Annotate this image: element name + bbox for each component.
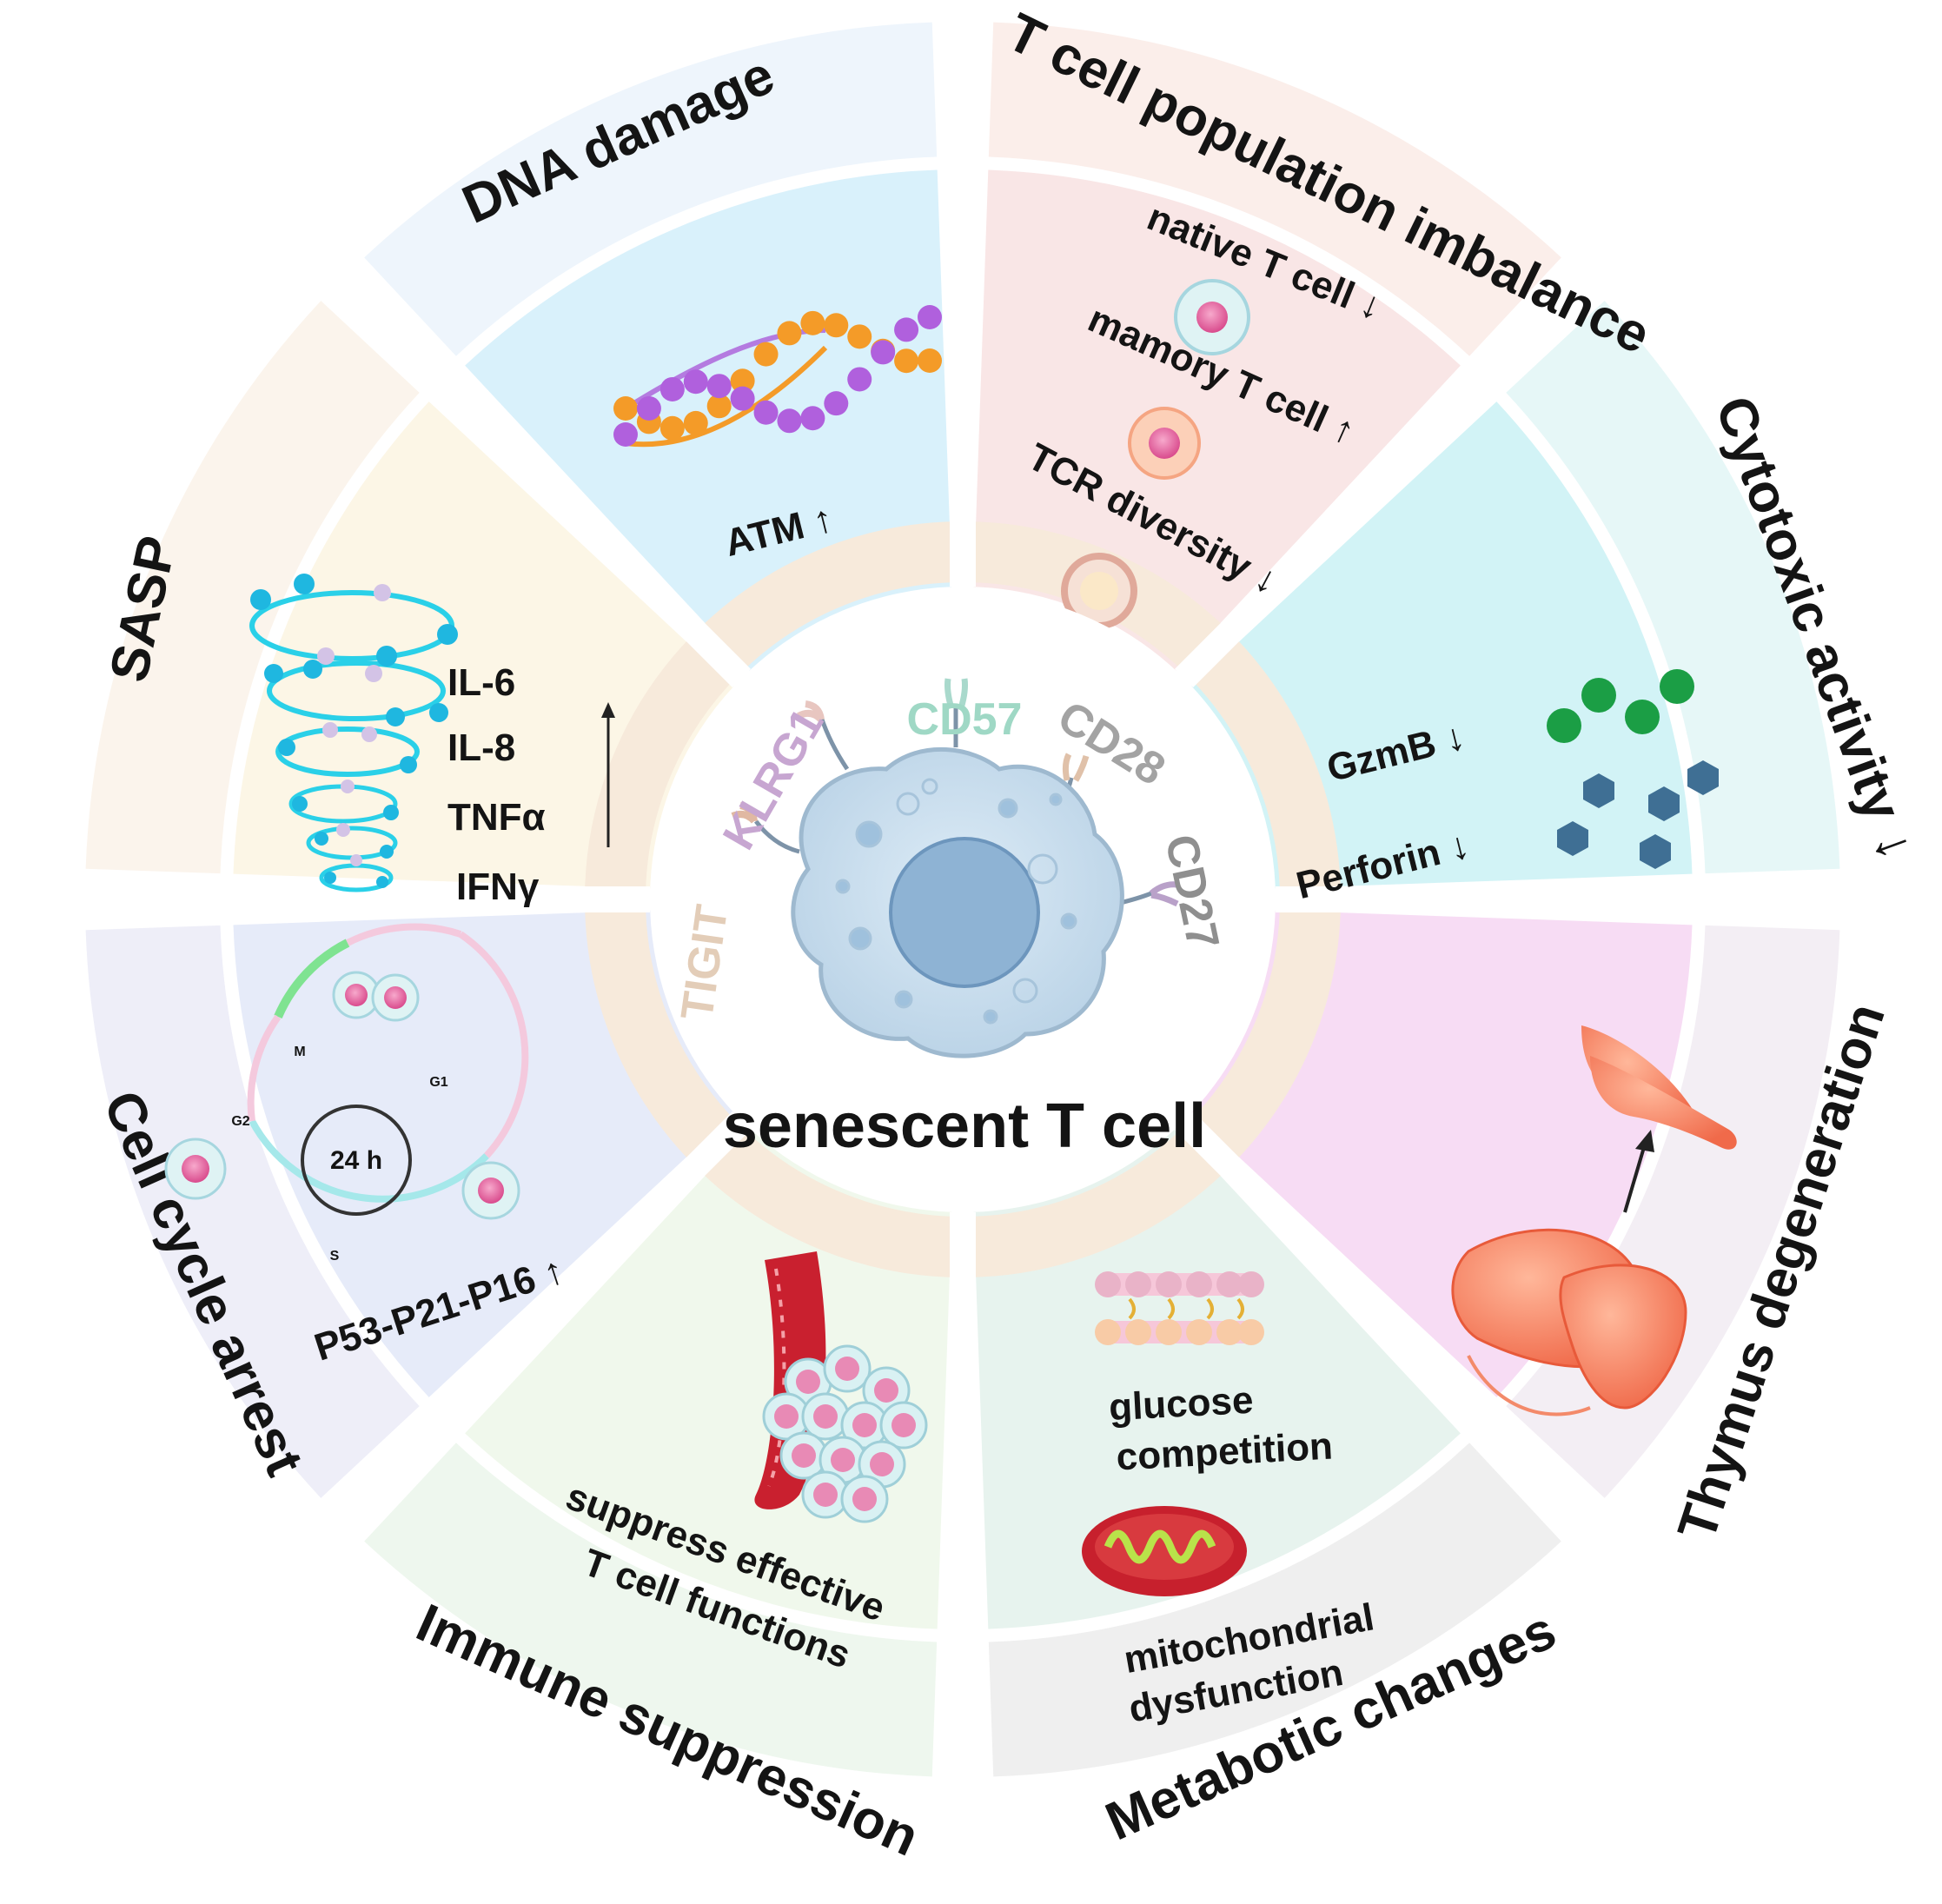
glucose-label: glucose bbox=[1108, 1379, 1255, 1430]
mitochondria-icon bbox=[1082, 1506, 1247, 1596]
band-sasp bbox=[85, 301, 420, 874]
naive-tcell-nucleus bbox=[1196, 302, 1228, 333]
granzyme-granules-icon bbox=[1547, 669, 1694, 743]
thymus-arrow bbox=[1623, 1138, 1648, 1213]
phase-g2-label: G2 bbox=[231, 1114, 249, 1129]
dna-helix-icon bbox=[613, 305, 942, 448]
il8-label: IL-8 bbox=[447, 726, 515, 769]
cycle-duration-label: 24 h bbox=[330, 1146, 382, 1175]
glucose-icon bbox=[1095, 1271, 1264, 1345]
sector-sasp: SASP IL-6 IL-8 TNFα IFNγ bbox=[99, 531, 615, 908]
memory-tcell-nucleus bbox=[1149, 428, 1180, 459]
blood-vessel-icon bbox=[754, 1251, 928, 1523]
cell-nucleus bbox=[889, 837, 1040, 988]
perforin-hexagons-icon bbox=[1557, 760, 1719, 869]
thymus-arrow-head bbox=[1635, 1130, 1654, 1152]
sector-separators bbox=[76, 13, 1849, 1786]
band-cytotoxic bbox=[1506, 301, 1840, 874]
tnfa-label: TNFα bbox=[447, 796, 546, 839]
inner-sector-panels bbox=[233, 169, 1693, 1629]
band-tcell-imbalance bbox=[988, 22, 1561, 356]
phase-g1-label: G1 bbox=[429, 1075, 447, 1090]
band-cell-cycle bbox=[85, 925, 420, 1498]
cytokine-spiral-icon bbox=[249, 574, 458, 892]
separator-line bbox=[1174, 263, 1599, 688]
marker-cd57-label: CD57 bbox=[907, 694, 1023, 745]
large-thymus-icon bbox=[1451, 1228, 1687, 1416]
center-senescent-tcell: TIGIT KLRG1 CD57 CD28 CD27 senescent T c… bbox=[654, 591, 1271, 1208]
sasp-up-arrow-head bbox=[601, 702, 615, 718]
small-thymus-icon bbox=[1581, 1025, 1737, 1150]
dividing-cells-icon bbox=[332, 971, 420, 1022]
band-immune bbox=[364, 1443, 938, 1777]
separator-line bbox=[1174, 1111, 1599, 1536]
il6-label: IL-6 bbox=[447, 661, 515, 704]
separator-line bbox=[327, 1111, 752, 1536]
cell-vesicles bbox=[835, 778, 1077, 1025]
band-metabolic bbox=[988, 1443, 1561, 1777]
phase-m-label: M bbox=[294, 1045, 305, 1059]
center-title: senescent T cell bbox=[723, 1091, 1206, 1161]
tcr-cell-core bbox=[1080, 572, 1118, 610]
separator-line bbox=[327, 263, 752, 688]
phase-s-label: S bbox=[330, 1249, 340, 1264]
ifng-label: IFNγ bbox=[456, 866, 540, 908]
cell-cycle-icon: 24 h M G1 G2 S bbox=[164, 923, 529, 1264]
band-dna-damage bbox=[364, 22, 938, 356]
outer-ring-bands bbox=[85, 22, 1840, 1777]
